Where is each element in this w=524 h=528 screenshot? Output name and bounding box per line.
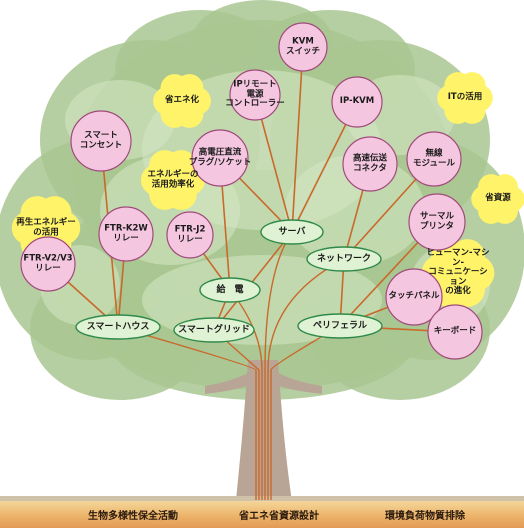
category-smart-house (75, 314, 161, 340)
circle-hs-connector (342, 136, 398, 192)
ground-label-eco-design: 省エネ省資源設計 (239, 511, 319, 522)
circle-hv-plug (191, 129, 249, 187)
circle-smart-outlet (70, 110, 132, 172)
flower-it-use (437, 72, 493, 124)
category-smart-grid (173, 317, 255, 343)
circle-ftr-k2w (98, 206, 154, 262)
circle-thermal-printer (408, 193, 466, 251)
category-power-supply (199, 277, 261, 303)
circle-touch-panel (385, 268, 443, 326)
circle-ftr-v2v3 (20, 236, 76, 292)
category-peripheral (297, 313, 383, 339)
flower-resource-saving (471, 174, 524, 224)
ground-label-biodiversity: 生物多様性保全活動 (88, 511, 178, 522)
flower-energy-efficiency (140, 150, 206, 210)
tree-nodes (11, 22, 524, 360)
circle-keyboard (427, 304, 483, 360)
circle-wireless (406, 131, 462, 187)
flower-energy-saving (153, 74, 211, 128)
circle-ftr-j2 (166, 211, 214, 259)
category-server (260, 219, 324, 245)
ground-banner: 生物多様性保全活動 省エネ省資源設計 環境負荷物質排除 (0, 501, 524, 528)
circle-kvm (278, 22, 328, 72)
ground-label-hazardous-substances: 環境負荷物質排除 (385, 511, 465, 522)
circle-ip-remote (229, 69, 281, 121)
circle-ip-kvm (331, 76, 383, 128)
category-network (306, 246, 382, 272)
